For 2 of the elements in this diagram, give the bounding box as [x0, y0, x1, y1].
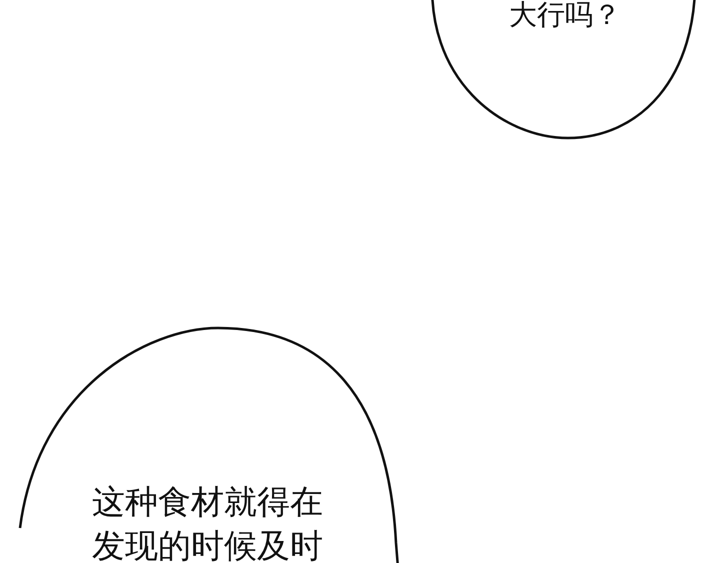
speech-text: 大行吗？: [509, 0, 622, 32]
speech-text: 这种食材就得在发现的时候及时: [92, 481, 324, 563]
